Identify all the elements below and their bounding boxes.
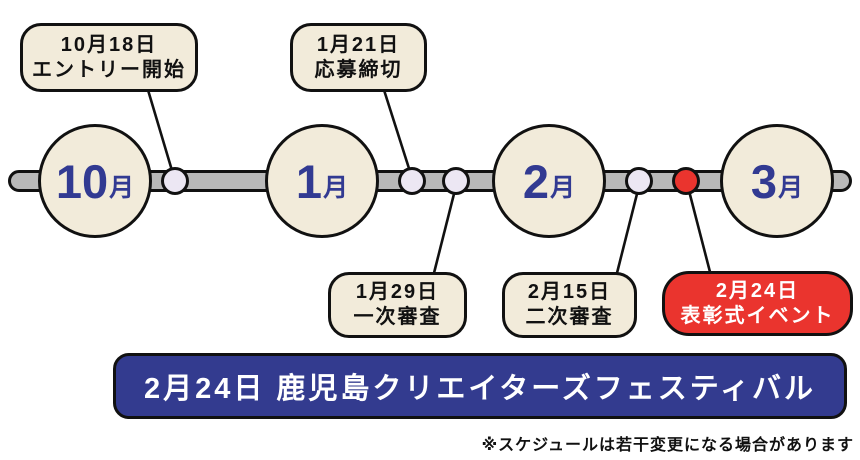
event-callout-award-ceremony: 2月24日 表彰式イベント: [662, 271, 853, 336]
event-date: 1月21日: [316, 33, 401, 56]
event-callout-second-review: 2月15日 二次審査: [502, 272, 637, 338]
event-date: 1月29日: [355, 281, 440, 303]
month-number: 1: [295, 154, 323, 208]
event-date: 2月24日: [715, 279, 800, 302]
event-date: 10月18日: [60, 33, 158, 56]
event-label: 表彰式イベント: [680, 304, 835, 327]
event-callout-first-review: 1月29日 一次審査: [328, 272, 467, 338]
month-number: 3: [750, 154, 778, 208]
event-callout-entry-start: 10月18日 エントリー開始: [20, 23, 198, 92]
connector-line-app-deadline: [382, 89, 415, 182]
month-circle-march: 3 月: [720, 124, 834, 238]
festival-banner: 2月24日 鹿児島クリエイターズフェスティバル: [113, 353, 847, 419]
month-suffix: 月: [778, 173, 804, 202]
event-dot-award-ceremony: [672, 167, 700, 195]
month-circle-february: 2 月: [492, 124, 606, 238]
month-number: 10: [55, 154, 109, 208]
connector-line-first-review: [432, 181, 459, 274]
event-dot-second-review: [625, 167, 653, 195]
connector-line-second-review: [615, 181, 642, 274]
event-callout-app-deadline: 1月21日 応募締切: [290, 23, 427, 92]
event-label: 応募締切: [314, 58, 403, 81]
month-circle-october: 10 月: [38, 124, 152, 238]
month-suffix: 月: [323, 173, 349, 202]
month-suffix: 月: [109, 173, 135, 202]
event-label: 二次審査: [525, 306, 614, 328]
month-circle-january: 1 月: [265, 124, 379, 238]
event-date: 2月15日: [527, 281, 612, 303]
event-dot-entry-start: [161, 167, 189, 195]
event-dot-app-deadline: [398, 167, 426, 195]
event-dot-first-review: [442, 167, 470, 195]
month-suffix: 月: [550, 173, 576, 202]
schedule-disclaimer: ※スケジュールは若干変更になる場合があります: [481, 437, 854, 454]
connector-line-award-ceremony: [685, 182, 712, 273]
month-number: 2: [522, 154, 550, 208]
event-label: エントリー開始: [32, 58, 186, 81]
event-label: 一次審査: [353, 306, 442, 328]
